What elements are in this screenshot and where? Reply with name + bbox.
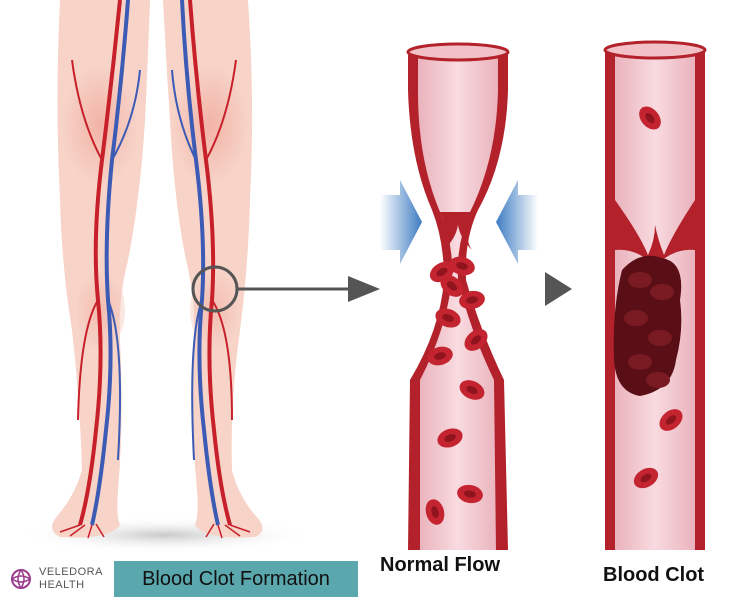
- right-artery: [188, 0, 232, 526]
- normal-flow-label: Normal Flow: [380, 554, 501, 576]
- blood-clot-vessel: [603, 40, 707, 550]
- right-vein: [180, 0, 220, 526]
- right-pressure-arrow: [496, 180, 538, 264]
- brand-logo-icon: [10, 568, 32, 590]
- transition-arrow: [545, 272, 572, 306]
- legs-illustration: [51, 0, 263, 539]
- left-artery: [78, 0, 122, 526]
- focus-circle: [191, 265, 239, 313]
- compression-arrows: [380, 180, 538, 264]
- left-pressure-arrow: [380, 180, 422, 264]
- normal-flow-vessel: [406, 42, 510, 550]
- brand-logo: VELEDORA HEALTH: [9, 566, 109, 594]
- brand-name-line1: VELEDORA: [39, 566, 103, 578]
- pointer-arrow: [238, 276, 380, 302]
- brand-name-line2: HEALTH: [39, 579, 85, 591]
- left-vein: [90, 0, 130, 526]
- blood-clot-label: Blood Clot: [603, 564, 705, 586]
- diagram-title: Blood Clot Formation: [114, 561, 358, 597]
